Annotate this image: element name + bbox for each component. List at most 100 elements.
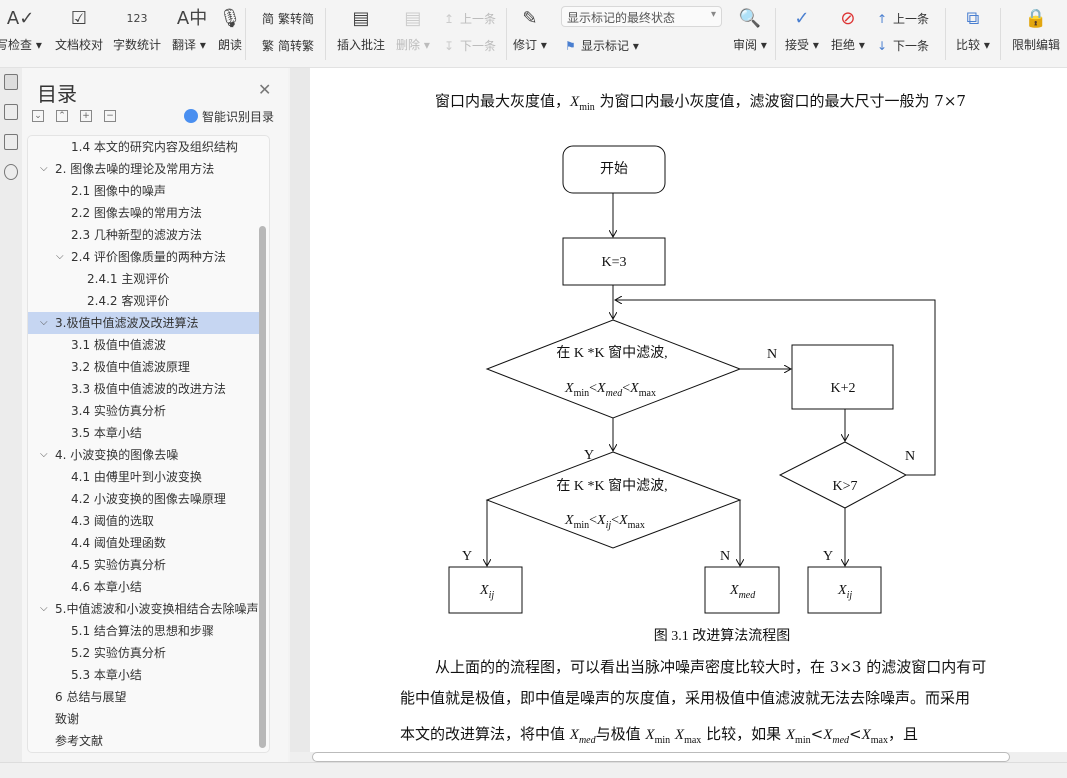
scrollbar-thumb[interactable]: [312, 752, 1010, 762]
toc-item[interactable]: 致谢: [28, 708, 260, 730]
toc-scrollbar[interactable]: [259, 226, 266, 748]
track-changes-button[interactable]: ✎修订 ▾: [513, 8, 547, 52]
restrict-edit-button[interactable]: 🔒限制编辑: [1012, 8, 1061, 52]
proofread-icon: ☑: [70, 8, 88, 29]
toc-item-label: 3.3 极值中值滤波的改进方法: [71, 382, 226, 396]
toc-item[interactable]: 3.5 本章小结: [28, 422, 260, 444]
xmed-label: Xmed: [729, 583, 756, 601]
condition-xij: Xmin<Xij<Xmax: [564, 513, 645, 531]
chevron-down-icon[interactable]: ⌵: [40, 603, 48, 614]
read-aloud-button[interactable]: 🎙朗读: [218, 8, 243, 52]
toc-item[interactable]: 2.1 图像中的噪声: [28, 180, 260, 202]
proofread-button[interactable]: ☑文档校对: [55, 8, 104, 52]
condition-median: Xmin<Xmed<Xmax: [564, 381, 656, 399]
trad-to-simp-button[interactable]: 简繁转简: [262, 12, 315, 26]
bookmark-icon[interactable]: [4, 134, 18, 150]
chevron-down-icon[interactable]: ⌵: [56, 251, 64, 262]
up-icon: ↥: [444, 12, 455, 26]
toc-item[interactable]: 4.1 由傅里叶到小波变换: [28, 466, 260, 488]
minus-icon[interactable]: −: [104, 110, 116, 122]
chevron-down-icon[interactable]: ⌵: [40, 317, 48, 328]
toc-item[interactable]: 参考文献: [28, 730, 260, 752]
toc-item[interactable]: 2.2 图像去噪的常用方法: [28, 202, 260, 224]
toc-item-label: 2. 图像去噪的理论及常用方法: [55, 162, 215, 176]
markup-mode-select[interactable]: 显示标记的最终状态: [561, 6, 722, 27]
delete-comment-button[interactable]: ▤删除 ▾: [396, 8, 430, 52]
spell-check-button[interactable]: A✓写检查 ▾: [0, 8, 42, 52]
smart-toc-button[interactable]: 智能识别目录: [184, 108, 274, 125]
document-page: 窗口内最大灰度值，Xmin 为窗口内最小灰度值，滤波窗口的最大尺寸一般为 7×7…: [310, 68, 1067, 752]
toc-item[interactable]: 6 总结与展望: [28, 686, 260, 708]
plus-icon[interactable]: +: [80, 110, 92, 122]
toc-item[interactable]: 5.3 本章小结: [28, 664, 260, 686]
horizontal-scrollbar[interactable]: [290, 752, 1067, 762]
insert-comment-button[interactable]: ▤插入批注: [337, 8, 386, 52]
toc-item-label: 5.1 结合算法的思想和步骤: [71, 624, 214, 638]
toc-item[interactable]: 3.3 极值中值滤波的改进方法: [28, 378, 260, 400]
flowchart: 开始 K=3 在 K *K 窗中滤波, Xmin<Xmed<Xmax N K+2…: [448, 145, 936, 644]
translate-button[interactable]: A中翻译 ▾: [172, 8, 208, 52]
toc-item[interactable]: 4.4 阈值处理函数: [28, 532, 260, 554]
toc-item-label: 4.4 阈值处理函数: [71, 536, 166, 550]
page-icon[interactable]: [4, 104, 18, 120]
toc-item[interactable]: 3.2 极值中值滤波原理: [28, 356, 260, 378]
convert-icon: 简: [262, 12, 275, 26]
toc-item[interactable]: ⌵4. 小波变换的图像去噪: [28, 444, 260, 466]
toc-item[interactable]: 2.3 几种新型的滤波方法: [28, 224, 260, 246]
toc-item[interactable]: 4.6 本章小结: [28, 576, 260, 598]
toc-item[interactable]: ⌵ 2. 图像去噪的理论及常用方法: [28, 158, 260, 180]
insert-comment-icon: ▤: [352, 8, 370, 29]
y-label: Y: [462, 549, 472, 564]
toc-item-label: 2.4.1 主观评价: [87, 272, 170, 286]
toc-item-label: 3.4 实验仿真分析: [71, 404, 166, 418]
next-comment-button[interactable]: ↧下一条: [444, 39, 497, 53]
accept-button[interactable]: ✓接受 ▾: [785, 8, 819, 52]
toc-item-label: 5.2 实验仿真分析: [71, 646, 166, 660]
compare-button[interactable]: ⧉比较 ▾: [956, 8, 990, 52]
toc-item[interactable]: 5.2 实验仿真分析: [28, 642, 260, 664]
prev-change-button[interactable]: ↑上一条: [877, 12, 930, 26]
start-node: [562, 145, 666, 194]
n-label: N: [720, 549, 730, 564]
show-markup-button[interactable]: ⚑显示标记 ▾: [565, 39, 639, 53]
search-icon[interactable]: [4, 164, 18, 180]
reject-button[interactable]: ⊘拒绝 ▾: [831, 8, 865, 52]
chevron-down-icon[interactable]: ⌵: [40, 449, 48, 460]
expand-down-icon[interactable]: ⌄: [32, 110, 44, 122]
chevron-down-icon[interactable]: ⌵: [40, 163, 48, 174]
next-change-button[interactable]: ↓下一条: [877, 39, 930, 53]
side-tool-strip: [0, 68, 22, 762]
xij-label: Xij: [837, 583, 852, 601]
toc-item[interactable]: 2.4.2 客观评价: [28, 290, 260, 312]
toc-item[interactable]: ⌵3.极值中值滤波及改进算法: [28, 312, 260, 334]
down-icon: ↧: [444, 39, 455, 53]
toc-item[interactable]: 5.1 结合算法的思想和步骤: [28, 620, 260, 642]
toc-item[interactable]: ⌵5.中值滤波和小波变换相结合去除噪声: [28, 598, 260, 620]
output-xmed: [704, 566, 780, 614]
toc-item[interactable]: 2.4.1 主观评价: [28, 268, 260, 290]
toc-list: 1.4 本文的研究内容及组织结构 ⌵ 2. 图像去噪的理论及常用方法 2.1 图像中的…: [27, 135, 270, 753]
toc-item[interactable]: 4.5 实验仿真分析: [28, 554, 260, 576]
prev-comment-button[interactable]: ↥上一条: [444, 12, 497, 26]
down-icon: ↓: [877, 39, 888, 53]
review-button[interactable]: 🔍审阅 ▾: [733, 8, 767, 52]
k7-label: K>7: [832, 479, 857, 494]
toc-item[interactable]: 3.1 极值中值滤波: [28, 334, 260, 356]
toc-item[interactable]: 3.4 实验仿真分析: [28, 400, 260, 422]
status-bar: [0, 762, 1067, 778]
toc-title: 目录: [37, 82, 77, 106]
toc-item[interactable]: 4.3 阈值的选取: [28, 510, 260, 532]
toc-item[interactable]: 4.2 小波变换的图像去噪原理: [28, 488, 260, 510]
simp-to-trad-button[interactable]: 繁简转繁: [262, 39, 315, 53]
output-xij: [448, 566, 523, 614]
toc-item[interactable]: 1.4 本文的研究内容及组织结构: [28, 136, 260, 158]
close-icon[interactable]: ✕: [258, 80, 272, 99]
collapse-up-icon[interactable]: ⌃: [56, 110, 68, 122]
toc-item-label: 致谢: [55, 712, 80, 726]
start-label: 开始: [600, 161, 628, 177]
reject-icon: ⊘: [840, 8, 856, 29]
toc-icon[interactable]: [4, 74, 18, 90]
toc-item[interactable]: ⌵2.4 评价图像质量的两种方法: [28, 246, 260, 268]
n-label: N: [905, 449, 915, 464]
